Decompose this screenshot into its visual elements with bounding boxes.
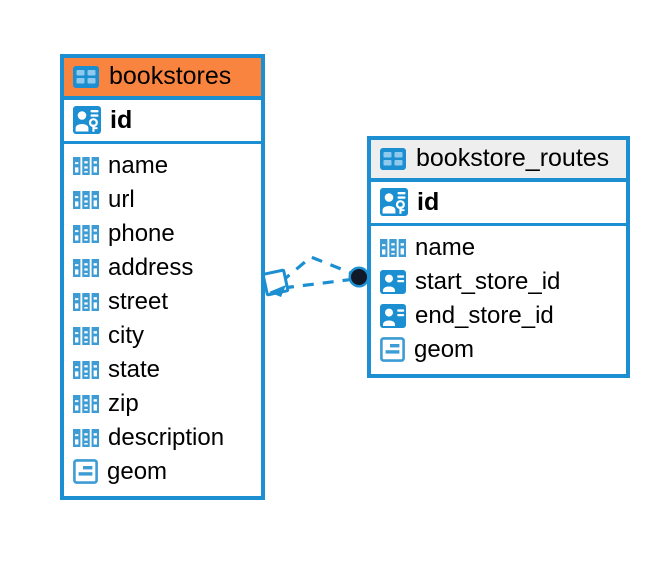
entity-title: bookstore_routes [416,144,610,172]
field-row[interactable]: description [64,421,261,455]
field-row[interactable]: zip [64,387,261,421]
field-label: geom [414,335,475,363]
table-icon [380,147,406,170]
entity-primary-key-row-bookstores[interactable]: id [64,99,261,144]
abc-text-icon [73,258,99,277]
entity-header-bookstores[interactable]: bookstores [64,58,261,100]
field-label: name [108,151,169,179]
entity-primary-key-row-bookstore-routes[interactable]: id [371,181,626,226]
entity-field-list-bookstores: name [64,144,261,496]
abc-text-icon [73,190,99,209]
abc-text-icon [73,292,99,311]
relationship-line-arc [279,255,357,284]
field-label: street [108,287,169,315]
field-label: geom [107,457,168,485]
relationship-diamond-endpoint [261,268,290,297]
abc-text-icon [73,224,99,243]
abc-text-icon [73,428,99,447]
primary-key-label: id [110,105,133,134]
table-icon [73,65,99,88]
entity-table-bookstore-routes[interactable]: bookstore_routes id [367,136,630,378]
primary-key-icon [380,188,408,216]
field-row[interactable]: geom [371,333,626,367]
field-label: url [108,185,135,213]
field-label: end_store_id [415,301,554,329]
field-row[interactable]: street [64,285,261,319]
field-row[interactable]: geom [64,455,261,489]
field-label: city [108,321,144,349]
field-label: state [108,355,161,383]
field-row[interactable]: city [64,319,261,353]
entity-title: bookstores [109,62,232,90]
abc-text-icon [73,394,99,413]
field-row[interactable]: url [64,183,261,217]
field-row[interactable]: name [371,231,626,265]
foreign-key-icon [380,303,406,328]
field-label: description [108,423,225,451]
entity-table-bookstores[interactable]: bookstores id [60,54,265,500]
entity-field-list-bookstore-routes: name start_store_id [371,226,626,374]
abc-text-icon [380,238,406,257]
field-row[interactable]: start_store_id [371,265,626,299]
field-row[interactable]: phone [64,217,261,251]
abc-text-icon [73,156,99,175]
field-row[interactable]: end_store_id [371,299,626,333]
relationship-line-straight [282,277,356,290]
field-row[interactable]: state [64,353,261,387]
primary-key-icon [73,106,101,134]
field-label: zip [108,389,139,417]
abc-text-icon [73,360,99,379]
entity-header-bookstore-routes[interactable]: bookstore_routes [371,140,626,182]
foreign-key-icon [380,269,406,294]
field-label: name [415,233,476,261]
field-row[interactable]: address [64,251,261,285]
field-row[interactable]: name [64,149,261,183]
abc-text-icon [73,326,99,345]
field-label: start_store_id [415,267,561,295]
geometry-icon [73,459,98,484]
geometry-icon [380,337,405,362]
primary-key-label: id [417,187,440,216]
field-label: address [108,253,194,281]
field-label: phone [108,219,175,247]
